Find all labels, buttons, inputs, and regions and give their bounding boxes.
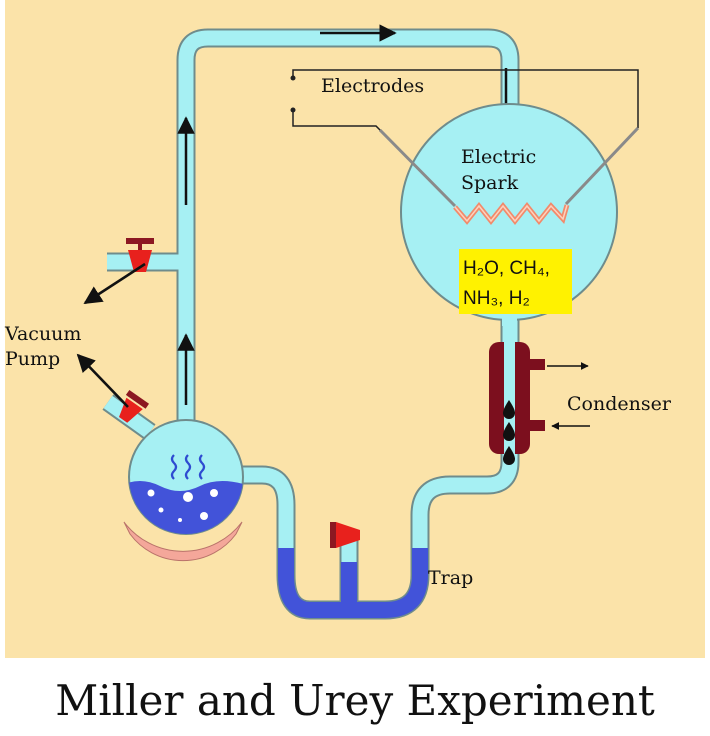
chamber-neck-top (502, 115, 517, 127)
electrode-rods (378, 126, 640, 208)
flask-bubbles (147, 489, 218, 522)
miller-urey-diagram: H₂O, CH₄, NH₃, H₂ (4, 0, 705, 658)
heater (123, 521, 243, 562)
electrode-right (564, 126, 640, 206)
electrode-terminal-top (290, 75, 296, 81)
vacuum-arrow-side (83, 262, 146, 305)
valve-trap-icon (330, 522, 360, 548)
electrode-wires (292, 69, 639, 133)
label-condenser: Condenser (567, 393, 672, 415)
label-vacuum-line1: Vacuum (4, 323, 81, 345)
electrode-terminal-bottom (290, 107, 296, 113)
condensate-droplets (503, 400, 515, 465)
condenser-inner-tube (504, 338, 515, 460)
vacuum-arrow-flask (76, 353, 129, 408)
label-vacuum-line2: Pump (5, 348, 60, 370)
label-spark-line1: Electric (461, 146, 536, 168)
vacuum-arrows (76, 262, 146, 408)
electrode-left (378, 128, 457, 208)
gas-mixture-line2: NH₃, H₂ (463, 288, 530, 309)
label-electrodes: Electrodes (321, 75, 424, 97)
trap-water (278, 548, 428, 618)
gas-mixture-highlight (459, 249, 572, 314)
gas-mixture-line1: H₂O, CH₄, (463, 258, 550, 279)
condenser-arrows (547, 362, 590, 430)
steam-icon (170, 454, 206, 480)
label-spark-line2: Spark (461, 172, 519, 194)
label-trap: Trap (428, 567, 473, 589)
spark-highlight (454, 204, 568, 223)
valve-side-icon (126, 238, 154, 272)
diagram-caption: Miller and Urey Experiment (55, 675, 655, 725)
